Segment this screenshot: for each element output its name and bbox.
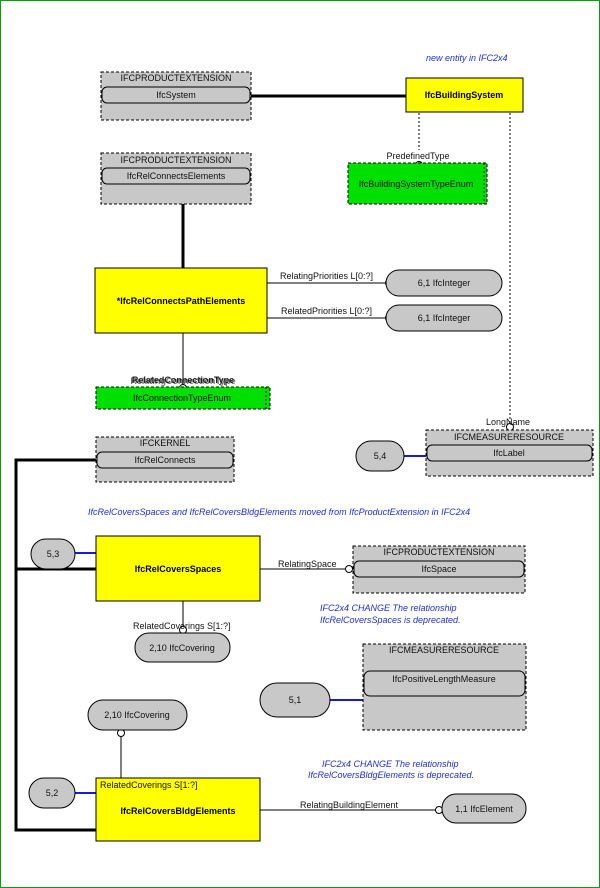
pill-ifccovering-bldg[interactable]: 2,10 IfcCovering bbox=[87, 699, 188, 731]
pill-label: 5,2 bbox=[46, 788, 59, 798]
entity-ref-name: IfcRelConnectsElements bbox=[127, 171, 226, 181]
entity-ref-name: IfcPositiveLengthMeasure bbox=[392, 674, 496, 684]
entity-ref-name: IfcRelConnects bbox=[134, 455, 196, 465]
entity-ref-name: IfcLabel bbox=[493, 448, 525, 458]
svg-text:IfcRelCoversBldgElements is de: IfcRelCoversBldgElements is deprecated. bbox=[308, 770, 474, 780]
attr-long-name: LongName bbox=[486, 417, 530, 427]
svg-text:IFC2x4 CHANGE The relationshi: IFC2x4 CHANGE The relationship bbox=[320, 603, 457, 613]
pill-ifcelement[interactable]: 1,1 IfcElement bbox=[441, 793, 527, 824]
new-entity-note: new entity in IFC2x4 bbox=[426, 53, 508, 63]
enum-name: IfcConnectionTypeEnum bbox=[133, 393, 231, 403]
entity-name: *IfcRelConnectsPathElements bbox=[117, 296, 246, 306]
pill-label: 1,1 IfcElement bbox=[455, 804, 513, 814]
pill-label: 5,3 bbox=[47, 549, 60, 559]
attribute-labels: PredefinedType RelatingPriorities L[0:?]… bbox=[100, 150, 530, 810]
ref-ifclabel[interactable]: IFCMEASURERESOURCE IfcLabel bbox=[425, 429, 594, 477]
entity-ref-name: IfcSystem bbox=[156, 90, 196, 100]
schema-label: IFCPRODUCTEXTENSION bbox=[383, 547, 494, 557]
entity-name: IfcRelCoversBldgElements bbox=[120, 806, 235, 816]
pill-ref-5-1[interactable]: 5,1 bbox=[259, 682, 331, 718]
schema-label: IFCMEASURERESOURCE bbox=[454, 432, 564, 442]
attr-predefined-type: PredefinedType bbox=[386, 151, 449, 161]
pill-label: 6,1 IfcInteger bbox=[418, 278, 471, 288]
svg-text:IFC2x4 CHANGE The relationshi: IFC2x4 CHANGE The relationship bbox=[322, 759, 459, 769]
attr-related-priorities: RelatedPriorities L[0:?] bbox=[281, 306, 372, 316]
ref-ifcsystem[interactable]: IFCPRODUCTEXTENSION IfcSystem bbox=[100, 71, 252, 121]
entity-ref-name: IfcSpace bbox=[421, 564, 456, 574]
schema-label: IFCKERNEL bbox=[140, 438, 191, 448]
attr-relating-building-element: RelatingBuildingElement bbox=[300, 800, 399, 810]
schema-label: IFCPRODUCTEXTENSION bbox=[120, 73, 231, 83]
attr-relating-connection-type: RelatingConnectionType bbox=[130, 376, 235, 386]
entity-name: IfcBuildingSystem bbox=[425, 90, 504, 100]
attr-relating-priorities: RelatingPriorities L[0:?] bbox=[280, 271, 373, 281]
svg-text:IfcRelCoversSpaces is deprecat: IfcRelCoversSpaces is deprecated. bbox=[320, 615, 461, 625]
attr-relating-space: RelatingSpace bbox=[278, 559, 337, 569]
pill-label: 6,1 IfcInteger bbox=[418, 313, 471, 323]
pill-ref-5-2[interactable]: 5,2 bbox=[28, 777, 76, 809]
ref-ifcrelconnectselements[interactable]: IFCPRODUCTEXTENSION IfcRelConnectsElemen… bbox=[100, 152, 252, 205]
enum-ifcconnectiontypeenum[interactable]: IfcConnectionTypeEnum bbox=[95, 386, 271, 410]
entity-name: IfcRelCoversSpaces bbox=[135, 564, 222, 574]
pill-label: 2,10 IfcCovering bbox=[149, 643, 215, 653]
attr-related-coverings-bldg: RelatedCoverings S[1:?] bbox=[100, 780, 198, 790]
deprecation-note-bldg: IFC2x4 CHANGE The relationship IfcRelCov… bbox=[308, 759, 474, 780]
entity-ifcrelconnectspathelements[interactable]: *IfcRelConnectsPathElements bbox=[94, 267, 268, 334]
pill-ref-5-4[interactable]: 5,4 bbox=[355, 440, 405, 472]
schema-label: IFCPRODUCTEXTENSION bbox=[120, 155, 231, 165]
pill-label: 5,1 bbox=[289, 695, 302, 705]
pill-label: 2,10 IfcCovering bbox=[104, 710, 170, 720]
entity-ifcbuildingsystem[interactable]: IfcBuildingSystem bbox=[405, 77, 524, 113]
enum-name: IfcBuildingSystemTypeEnum bbox=[359, 179, 474, 189]
pill-ifccovering-spaces[interactable]: 2,10 IfcCovering bbox=[134, 632, 231, 663]
entity-ifcrelcoversbldgelements[interactable]: IfcRelCoversBldgElements bbox=[95, 777, 261, 842]
pill-label: 5,4 bbox=[374, 451, 387, 461]
pill-ifcinteger-related[interactable]: 6,1 IfcInteger bbox=[385, 304, 503, 332]
pill-ref-5-3[interactable]: 5,3 bbox=[30, 538, 76, 570]
attr-related-coverings-spaces: RelatedCoverings S[1:?] bbox=[133, 621, 231, 631]
ref-ifcpositivelengthmeasure[interactable]: IFCMEASURERESOURCE IfcPositiveLengthMeas… bbox=[362, 643, 527, 731]
attr-related-connection-type: RelatedConnectionType bbox=[132, 375, 234, 385]
deprecation-note-spaces: IFC2x4 CHANGE The relationship IfcRelCov… bbox=[320, 603, 461, 625]
ref-ifcrelconnects[interactable]: IFCKERNEL IfcRelConnects bbox=[95, 436, 235, 483]
enum-ifcbuildingsystemtypeenum[interactable]: IfcBuildingSystemTypeEnum bbox=[347, 162, 488, 205]
connector-lines bbox=[14, 94, 511, 832]
moved-note: IfcRelCoversSpaces and IfcRelCoversBldgE… bbox=[88, 507, 470, 517]
entity-ifcrelcoversspaces[interactable]: IfcRelCoversSpaces bbox=[95, 535, 261, 602]
pill-ifcinteger-relating[interactable]: 6,1 IfcInteger bbox=[385, 269, 503, 297]
schema-label: IFCMEASURERESOURCE bbox=[389, 645, 499, 655]
ref-ifcspace[interactable]: IFCPRODUCTEXTENSION IfcSpace bbox=[352, 545, 526, 594]
